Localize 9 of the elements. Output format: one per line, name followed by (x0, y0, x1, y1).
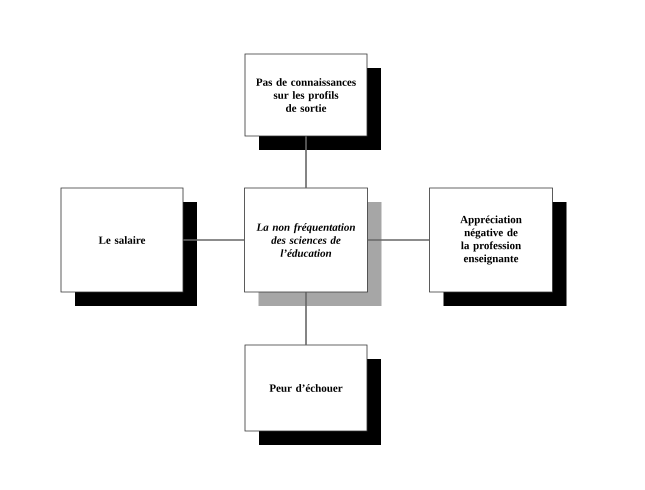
box: Pas de connaissances sur les profils de sortie (244, 54, 381, 150)
box: La non fréquentation des sciences de l’éducation (244, 188, 382, 306)
box: Appréciation négative de la profession enseignante (429, 188, 566, 306)
box: Peur d’échouer (244, 344, 381, 445)
connector-line (183, 239, 244, 241)
box: Le salaire (60, 188, 197, 306)
connector-line (305, 136, 307, 188)
connector-line (368, 239, 430, 241)
connector-line (305, 292, 307, 345)
